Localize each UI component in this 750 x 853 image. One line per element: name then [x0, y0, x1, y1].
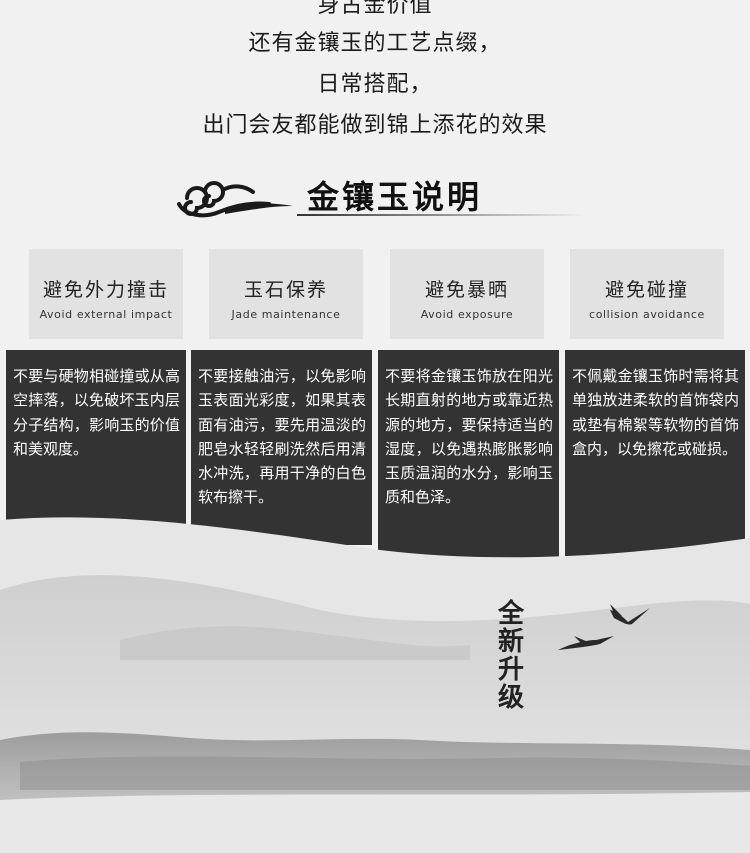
intro-line-cut: 身古金价值 — [317, 0, 433, 18]
tag-avoid-exposure: 避免暴晒 Avoid exposure — [390, 249, 544, 339]
intro-line-1: 还有金镶玉的工艺点缀， — [248, 31, 502, 56]
tag-subtitle: Avoid external impact — [39, 308, 173, 321]
flying-crane-icon — [558, 604, 650, 650]
upgrade-calligraphy: 全新升级 — [497, 599, 524, 713]
title-underline — [297, 214, 587, 216]
tag-collision-avoidance: 避免碰撞 collision avoidance — [570, 249, 724, 339]
tag-jade-maintenance: 玉石保养 Jade maintenance — [209, 249, 363, 339]
tag-subtitle: collision avoidance — [589, 308, 705, 321]
tag-title: 避免暴晒 — [424, 279, 509, 301]
intro-line-2: 日常搭配， — [317, 72, 433, 97]
tag-subtitle: Jade maintenance — [231, 308, 341, 321]
tag-title: 避免碰撞 — [604, 279, 689, 301]
auspicious-cloud-icon — [177, 181, 293, 218]
care-card-maintenance: 不要接触油污，以免影响玉表面光彩度，如果其表面有油污，要先用温淡的肥皂水轻轻刷洗… — [191, 350, 372, 545]
tag-subtitle: Avoid exposure — [420, 308, 514, 321]
section-title: 金镶玉说明 — [307, 178, 483, 216]
care-card-impact: 不要与硬物相碰撞或从高空摔落，以免破坏玉内层分子结构，影响玉的价值和美观度。 — [6, 350, 186, 525]
intro-line-3: 出门会友都能做到锦上添花的效果 — [202, 113, 548, 138]
tag-title: 避免外力撞击 — [42, 279, 169, 301]
tag-title: 玉石保养 — [243, 279, 328, 301]
care-card-exposure: 不要将金镶玉饰放在阳光长期直射的地方或靠近热源的地方，要保持适当的湿度，以免遇热… — [378, 350, 559, 558]
ink-landscape — [0, 517, 750, 853]
care-card-collision: 不佩戴金镶玉饰时需将其单独放进柔软的首饰袋内或垫有棉絮等软物的首饰盒内，以免擦花… — [565, 350, 745, 558]
section-heading: 金镶玉说明 — [165, 172, 595, 222]
tag-avoid-impact: 避免外力撞击 Avoid external impact — [29, 249, 183, 339]
